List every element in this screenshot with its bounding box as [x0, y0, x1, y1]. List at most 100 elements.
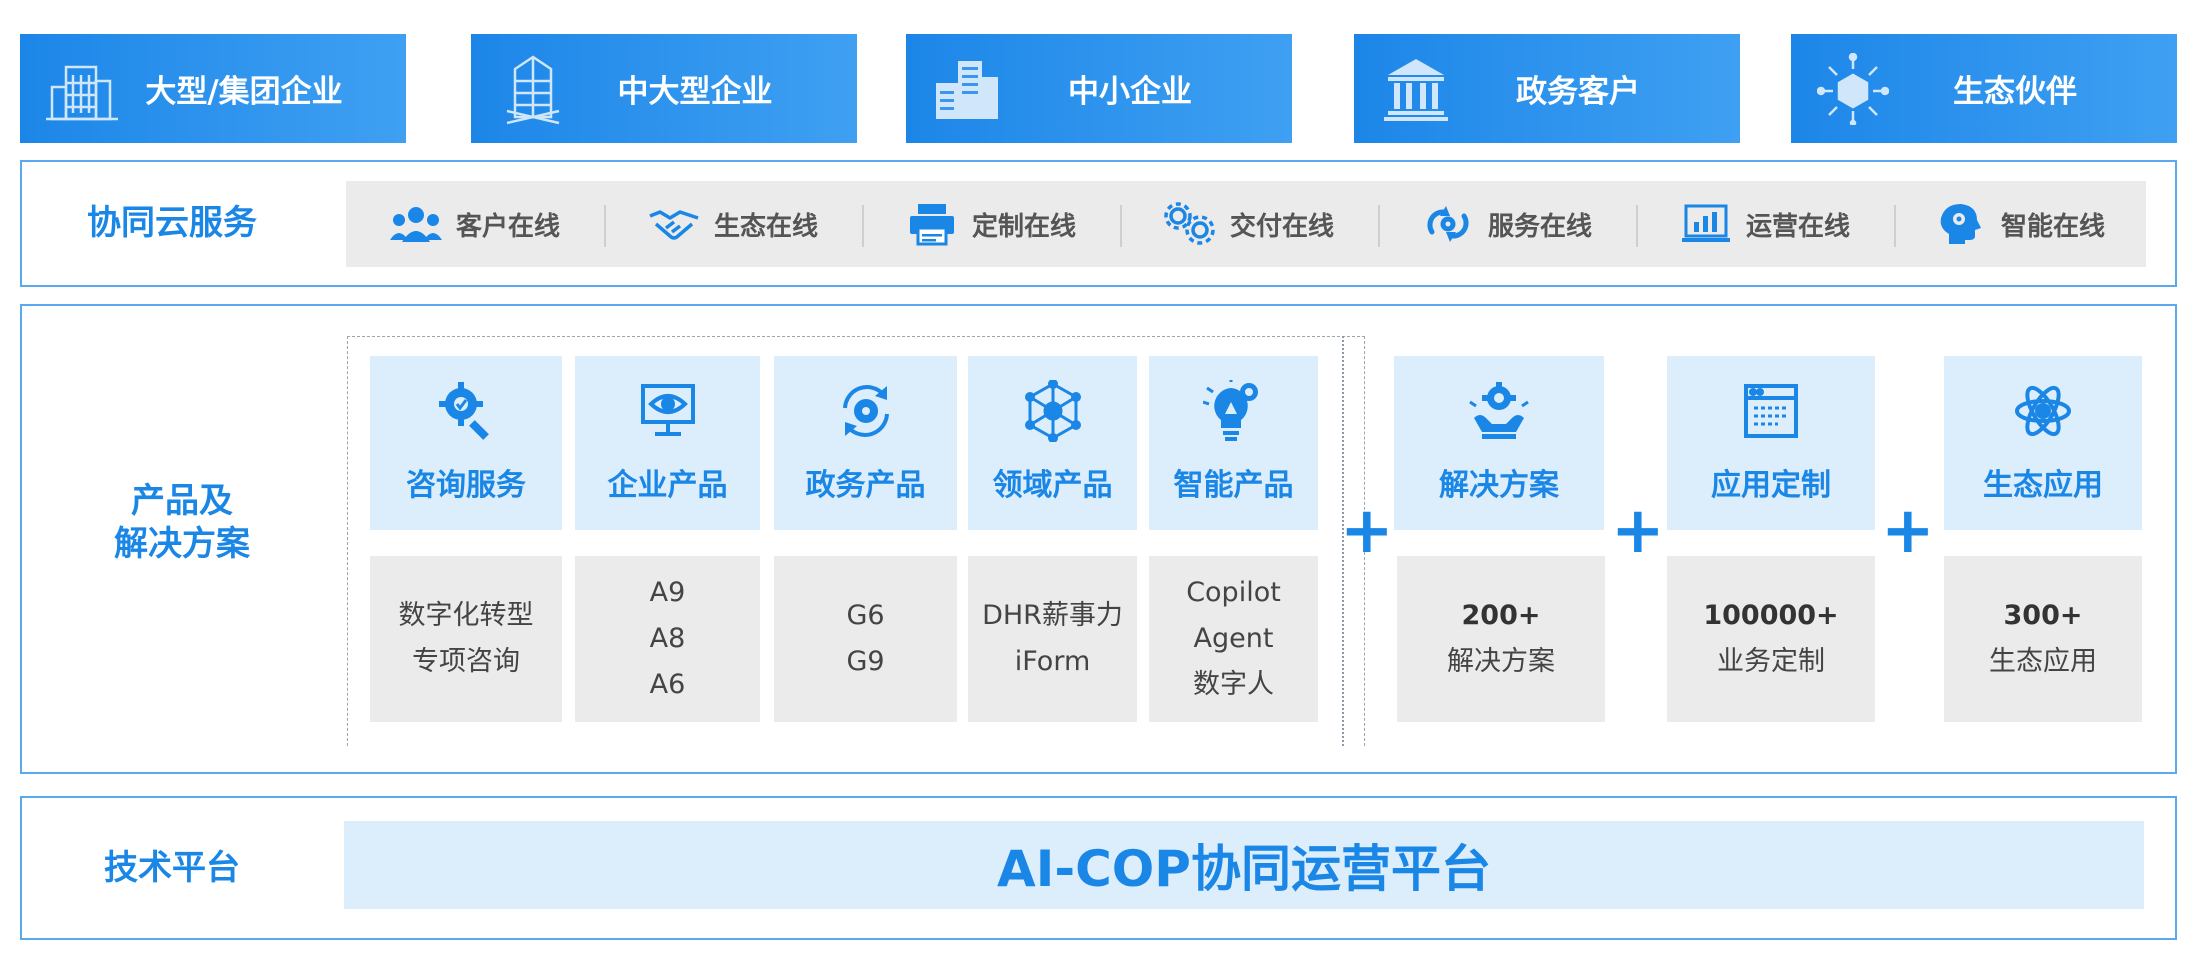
- refresh-loop-icon: [1422, 202, 1474, 246]
- detail-line: DHR薪事力: [982, 600, 1123, 631]
- small-buildings-icon: [932, 53, 1004, 125]
- segment-government: 政务客户: [1354, 34, 1740, 143]
- service-label: 智能在线: [2000, 211, 2105, 242]
- detail-line: G6: [846, 600, 885, 631]
- detail-line: iForm: [1014, 646, 1091, 677]
- segment-label: 大型/集团企业: [145, 74, 343, 110]
- extra-label: 生态应用: [1983, 468, 2103, 503]
- extra-count: 100000+: [1703, 600, 1839, 631]
- cloud-service-title: 协同云服务: [87, 203, 257, 244]
- dotted-separator: [1342, 336, 1344, 746]
- divider: [1378, 205, 1380, 247]
- plus-sign: +: [1340, 494, 1394, 568]
- extra-count: 200+: [1461, 600, 1541, 631]
- extra-count: 300+: [2003, 600, 2083, 631]
- plus-sign: +: [1611, 494, 1665, 568]
- product-card-domain: 领域产品: [968, 356, 1137, 530]
- ai-head-icon: [1935, 202, 1987, 246]
- segment-sme: 中小企业: [906, 34, 1292, 143]
- product-label: 企业产品: [607, 468, 728, 503]
- gear-hand-icon: [1468, 380, 1530, 442]
- service-label: 客户在线: [455, 211, 560, 242]
- product-detail-intelligent: Copilot Agent 数字人: [1149, 556, 1318, 722]
- divider: [862, 205, 864, 247]
- office-buildings-icon: [46, 53, 118, 125]
- products-title-line1: 产品及: [131, 481, 233, 521]
- detail-line: 数字人: [1193, 669, 1274, 700]
- service-label: 运营在线: [1745, 211, 1850, 242]
- product-label: 领域产品: [992, 468, 1113, 503]
- cloud-service-section: 协同云服务 客户在线 生态在线: [20, 160, 2177, 287]
- service-ecosystem-online: 生态在线: [604, 181, 862, 267]
- gear-cycle-icon: [835, 380, 897, 442]
- web-window-icon: [1740, 380, 1802, 442]
- service-customers-online: 客户在线: [346, 181, 604, 267]
- products-title: 产品及 解决方案: [72, 480, 292, 565]
- detail-line: 数字化转型: [398, 600, 534, 631]
- service-label: 服务在线: [1487, 211, 1592, 242]
- detail-line: G9: [846, 646, 885, 677]
- product-detail-government: G6 G9: [774, 556, 957, 722]
- segment-label: 政务客户: [1516, 74, 1640, 110]
- core-products-frame: [347, 336, 1365, 746]
- atom-icon: [2012, 380, 2074, 442]
- product-card-enterprise: 企业产品: [575, 356, 760, 530]
- service-label: 定制在线: [971, 211, 1076, 242]
- network-hex-icon: [1022, 380, 1084, 442]
- extra-sub: 业务定制: [1717, 646, 1825, 677]
- product-label: 咨询服务: [406, 468, 526, 503]
- segment-label: 中大型企业: [617, 74, 773, 110]
- product-card-consulting: 咨询服务: [370, 356, 562, 530]
- service-delivery-online: 交付在线: [1120, 181, 1378, 267]
- gear-search-icon: [435, 380, 497, 442]
- government-building-icon: [1380, 53, 1452, 125]
- extra-detail-app-custom: 100000+ 业务定制: [1667, 556, 1875, 722]
- service-intelligent-online: 智能在线: [1894, 181, 2146, 267]
- divider: [1120, 205, 1122, 247]
- extra-card-app-custom: 应用定制: [1667, 356, 1875, 530]
- extra-label: 应用定制: [1711, 468, 1831, 503]
- product-detail-enterprise: A9 A8 A6: [575, 556, 760, 722]
- divider: [1636, 205, 1638, 247]
- tower-building-icon: [497, 53, 569, 125]
- printer-icon: [906, 202, 958, 246]
- detail-line: A8: [649, 623, 686, 654]
- tech-platform-title: 技术平台: [104, 847, 240, 888]
- customers-icon: [389, 202, 442, 246]
- detail-line: 专项咨询: [412, 646, 520, 677]
- segment-large-enterprise: 大型/集团企业: [20, 34, 406, 143]
- segment-ecosystem-partner: 生态伙伴: [1791, 34, 2177, 143]
- detail-line: Agent: [1193, 623, 1274, 654]
- divider: [1894, 205, 1896, 247]
- plus-sign: +: [1881, 494, 1935, 568]
- extra-card-solutions: 解决方案: [1394, 356, 1604, 530]
- monitor-eye-icon: [637, 380, 699, 442]
- product-card-intelligent: 智能产品: [1149, 356, 1318, 530]
- product-card-government: 政务产品: [774, 356, 957, 530]
- tech-platform-section: 技术平台 AI-COP协同运营平台: [20, 796, 2177, 940]
- gears-icon: [1164, 202, 1216, 246]
- products-section: 产品及 解决方案 咨询服务 数字化转型 专项咨询 企业产品 A9: [20, 304, 2177, 774]
- extra-card-eco-apps: 生态应用: [1944, 356, 2142, 530]
- product-detail-consulting: 数字化转型 专项咨询: [370, 556, 562, 722]
- segment-label: 中小企业: [1068, 74, 1192, 110]
- product-label: 智能产品: [1173, 468, 1294, 503]
- monitor-chart-icon: [1680, 202, 1732, 246]
- product-detail-domain: DHR薪事力 iForm: [968, 556, 1137, 722]
- lightbulb-gear-icon: [1202, 380, 1265, 442]
- detail-line: A6: [649, 669, 686, 700]
- platform-name-bar: AI-COP协同运营平台: [344, 821, 2144, 909]
- segment-label: 生态伙伴: [1953, 74, 2077, 110]
- service-operation-online: 运营在线: [1636, 181, 1894, 267]
- handshake-icon: [648, 202, 700, 246]
- service-label: 交付在线: [1229, 211, 1334, 242]
- segment-mid-large-enterprise: 中大型企业: [471, 34, 857, 143]
- service-label: 生态在线: [713, 211, 818, 242]
- product-label: 政务产品: [805, 468, 926, 503]
- products-title-line2: 解决方案: [114, 523, 250, 564]
- extra-sub: 生态应用: [1989, 646, 2097, 677]
- detail-line: A9: [649, 577, 686, 608]
- service-service-online: 服务在线: [1378, 181, 1636, 267]
- extra-detail-solutions: 200+ 解决方案: [1397, 556, 1605, 722]
- extra-detail-eco-apps: 300+ 生态应用: [1944, 556, 2142, 722]
